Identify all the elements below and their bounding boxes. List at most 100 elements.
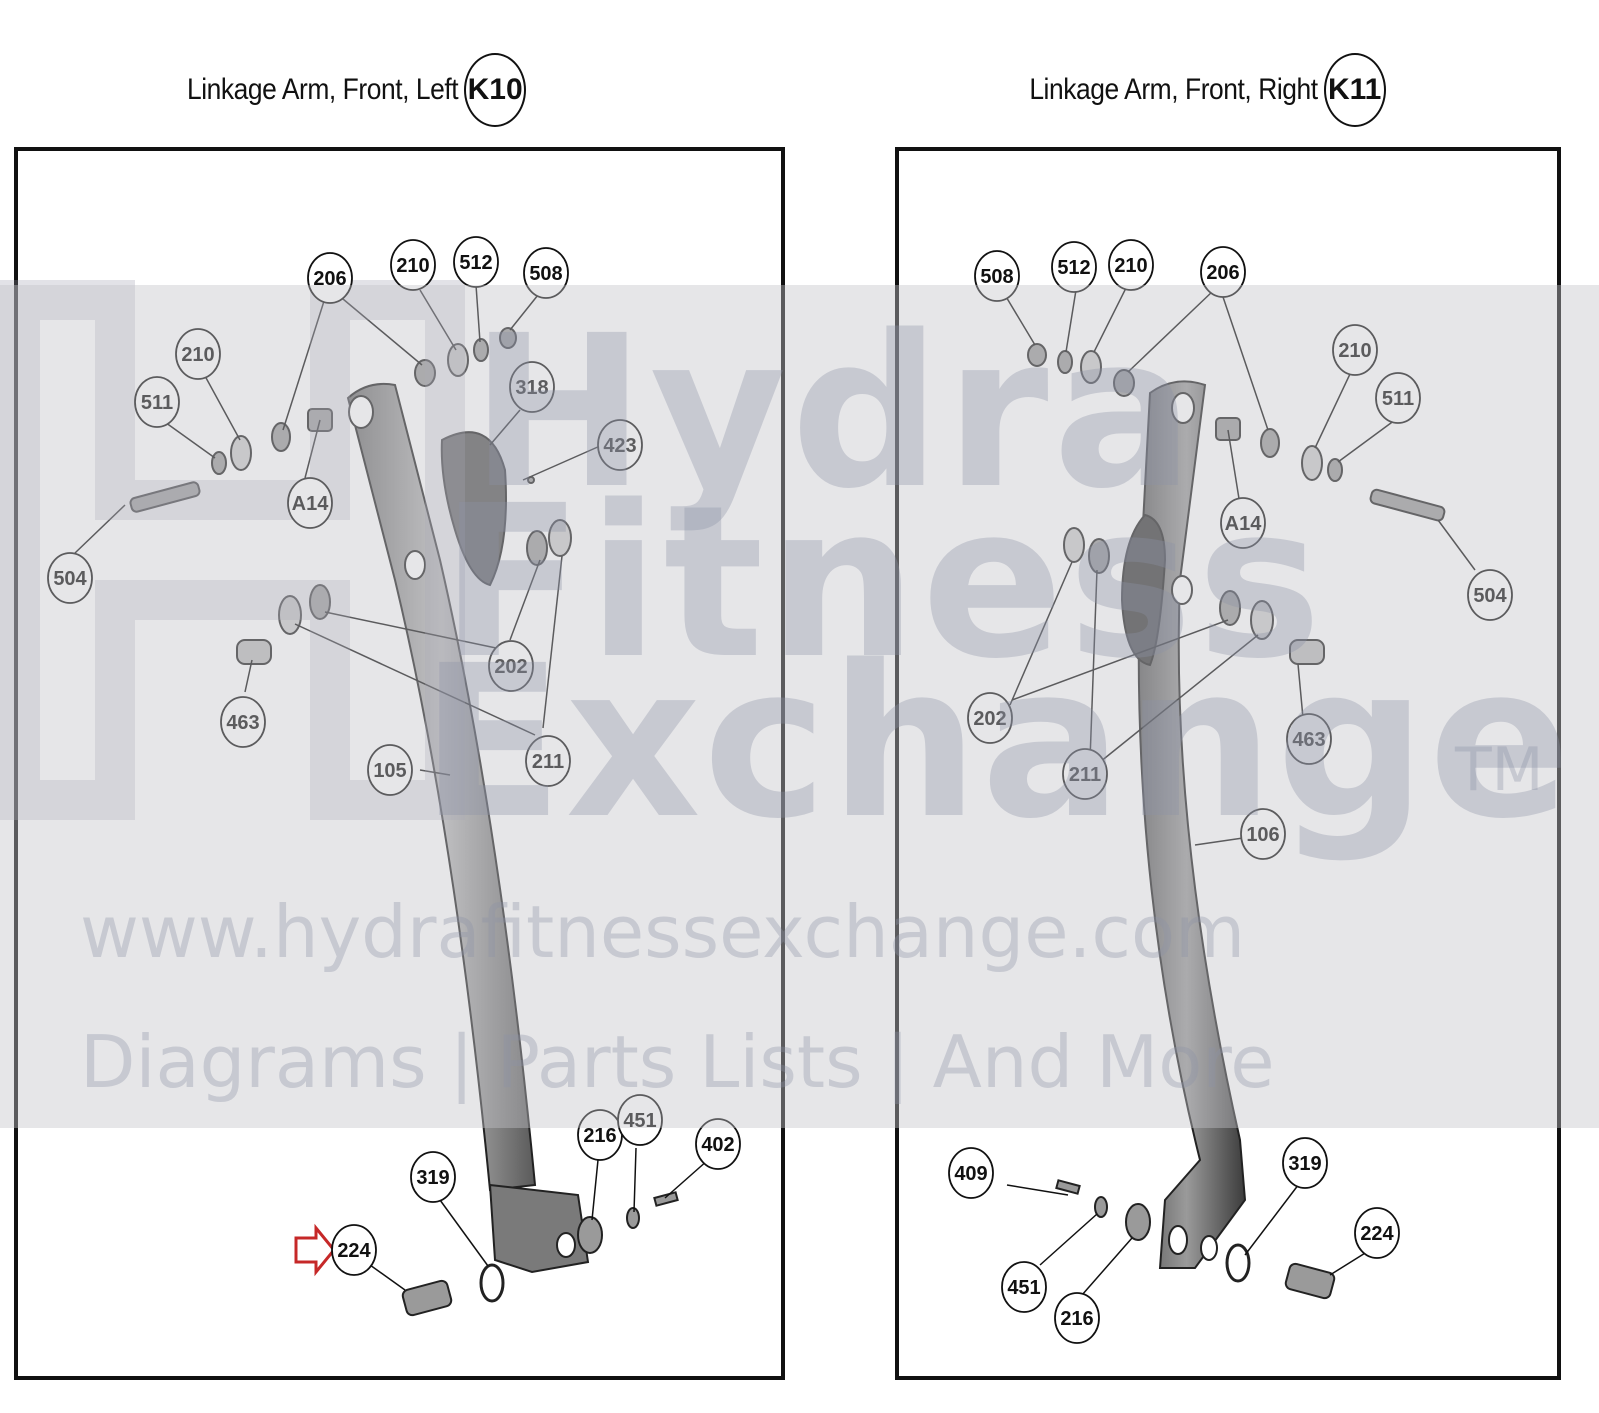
right-callout-210a: 210	[1108, 239, 1154, 291]
right-callout-202: 202	[967, 692, 1013, 744]
callout-label: 211	[532, 751, 564, 773]
callout-bubble	[1001, 1261, 1047, 1313]
right-callout-508: 508	[974, 250, 1020, 302]
callout-bubble	[509, 361, 555, 413]
left-callout-451: 451	[617, 1094, 663, 1146]
callout-bubble	[134, 376, 180, 428]
right-diagram-header: Linkage Arm, Front, Right K11	[990, 50, 1386, 130]
callout-bubble	[1108, 239, 1154, 291]
callout-bubble	[948, 1147, 994, 1199]
callout-bubble	[1375, 372, 1421, 424]
right-diagram-code-badge: K11	[1323, 53, 1386, 127]
left-callout-105: 105	[367, 744, 413, 796]
callout-bubble	[1354, 1207, 1400, 1259]
callout-label: 451	[1007, 1277, 1040, 1299]
left-callout-319: 319	[410, 1151, 456, 1203]
callout-label: A14	[1225, 513, 1263, 535]
right-callout-a14: A14	[1220, 497, 1266, 549]
callout-label: A14	[292, 493, 330, 515]
callout-label: 105	[373, 760, 406, 782]
right-diagram-title: Linkage Arm, Front, Right	[1029, 73, 1318, 106]
callout-label: 511	[1382, 388, 1414, 410]
callout-bubble	[175, 328, 221, 380]
right-callout-216: 216	[1054, 1292, 1100, 1344]
callout-label: 216	[1060, 1308, 1093, 1330]
left-pad-318	[440, 431, 507, 587]
callout-bubble	[453, 236, 499, 288]
callout-bubble	[1332, 324, 1378, 376]
callout-bubble	[1220, 497, 1266, 549]
callout-bubble	[1051, 241, 1097, 293]
callout-label: 202	[494, 656, 527, 678]
right-callout-463: 463	[1286, 713, 1332, 765]
left-callout-511: 511	[134, 376, 180, 428]
callout-bubble	[597, 419, 643, 471]
left-callout-463: 463	[220, 696, 266, 748]
right-callout-106: 106	[1240, 808, 1286, 860]
callout-label: 512	[459, 252, 492, 274]
callout-bubble	[488, 640, 534, 692]
left-diagram-panel	[14, 147, 785, 1380]
left-callout-224: 224	[331, 1224, 377, 1276]
callout-label: 504	[53, 568, 87, 590]
callout-label: 409	[954, 1163, 987, 1185]
callout-label: 319	[1288, 1153, 1321, 1175]
left-callout-210a: 210	[390, 239, 436, 291]
left-diagram-header: Linkage Arm, Front, Left K10	[150, 50, 527, 130]
right-callout-206: 206	[1200, 246, 1246, 298]
callout-label: 206	[1206, 262, 1239, 284]
callout-label: 106	[1246, 824, 1279, 846]
callout-label: 211	[1069, 764, 1101, 786]
right-diagram-panel	[895, 147, 1561, 1380]
left-callout-512: 512	[453, 236, 499, 288]
callout-label: 216	[583, 1125, 616, 1147]
right-callout-451: 451	[1001, 1261, 1047, 1313]
right-callout-210b: 210	[1332, 324, 1378, 376]
right-callout-211: 211	[1062, 748, 1108, 800]
right-pad	[1120, 513, 1167, 667]
right-callout-319: 319	[1282, 1137, 1328, 1189]
callout-bubble	[967, 692, 1013, 744]
left-callout-402: 402	[695, 1118, 741, 1170]
callout-label: 210	[181, 344, 214, 366]
left-callout-210b: 210	[175, 328, 221, 380]
callout-label: 423	[603, 435, 636, 457]
callout-bubble	[220, 696, 266, 748]
right-linkage-arm	[1137, 380, 1247, 1269]
callout-label: 210	[1338, 340, 1371, 362]
callout-label: 512	[1057, 257, 1090, 279]
callout-bubble	[617, 1094, 663, 1146]
left-callout-318: 318	[509, 361, 555, 413]
callout-bubble	[523, 247, 569, 299]
left-diagram-code-badge: K10	[464, 53, 527, 127]
callout-label: 319	[416, 1167, 449, 1189]
left-callout-423: 423	[597, 419, 643, 471]
callout-bubble	[695, 1118, 741, 1170]
left-callout-508: 508	[523, 247, 569, 299]
callout-bubble	[410, 1151, 456, 1203]
callout-bubble	[331, 1224, 377, 1276]
callout-bubble	[1286, 713, 1332, 765]
callout-label: 508	[980, 266, 1013, 288]
callout-label: 504	[1473, 585, 1507, 607]
callout-label: 451	[623, 1110, 656, 1132]
callout-bubble	[525, 735, 571, 787]
left-linkage-arm	[346, 382, 590, 1274]
left-diagram-title: Linkage Arm, Front, Left	[186, 73, 459, 106]
callout-bubble	[1467, 569, 1513, 621]
right-callout-409: 409	[948, 1147, 994, 1199]
callout-label: 511	[141, 392, 173, 414]
callout-label: 463	[1292, 729, 1325, 751]
right-callout-224: 224	[1354, 1207, 1400, 1259]
left-callout-216: 216	[577, 1109, 623, 1161]
callout-label: 318	[515, 377, 548, 399]
callout-label: 210	[1114, 255, 1147, 277]
callout-bubble	[1200, 246, 1246, 298]
callout-label: 508	[529, 263, 562, 285]
callout-bubble	[390, 239, 436, 291]
right-callout-504: 504	[1467, 569, 1513, 621]
callout-bubble	[307, 252, 353, 304]
